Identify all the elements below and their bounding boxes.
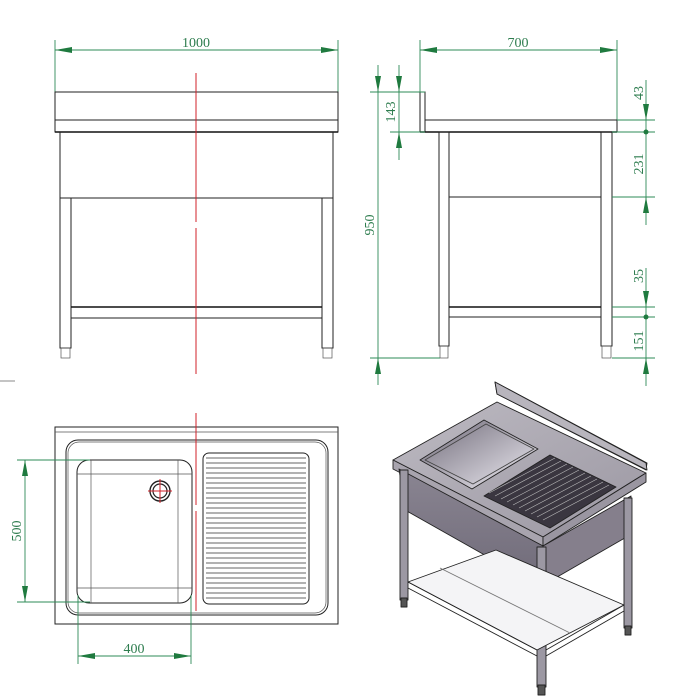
shelf-dim-text: 35 (632, 269, 647, 283)
sink-bowl (76, 459, 193, 604)
side-view: 700 950 143 (363, 36, 655, 386)
drainboard-ribs (206, 457, 306, 599)
top-thickness-dim-text: 43 (632, 86, 647, 100)
depth-dim-text: 700 (508, 36, 529, 51)
foot-dim-text: 151 (632, 331, 647, 352)
width-dim-text: 1000 (182, 36, 210, 51)
drain-icon (148, 479, 172, 503)
isometric-view (392, 381, 648, 696)
width-dimension: 1000 (54, 36, 339, 92)
top-view: 500 400 (10, 413, 339, 664)
total-height-dim-text: 950 (363, 215, 378, 236)
bowl-width-dim-text: 400 (124, 642, 145, 657)
apron-dim-text: 231 (632, 154, 647, 175)
front-view: 1000 (54, 36, 339, 374)
drainboard (202, 452, 310, 605)
backsplash-dim-text: 143 (384, 102, 399, 123)
bowl-depth-dim-text: 500 (10, 521, 25, 542)
